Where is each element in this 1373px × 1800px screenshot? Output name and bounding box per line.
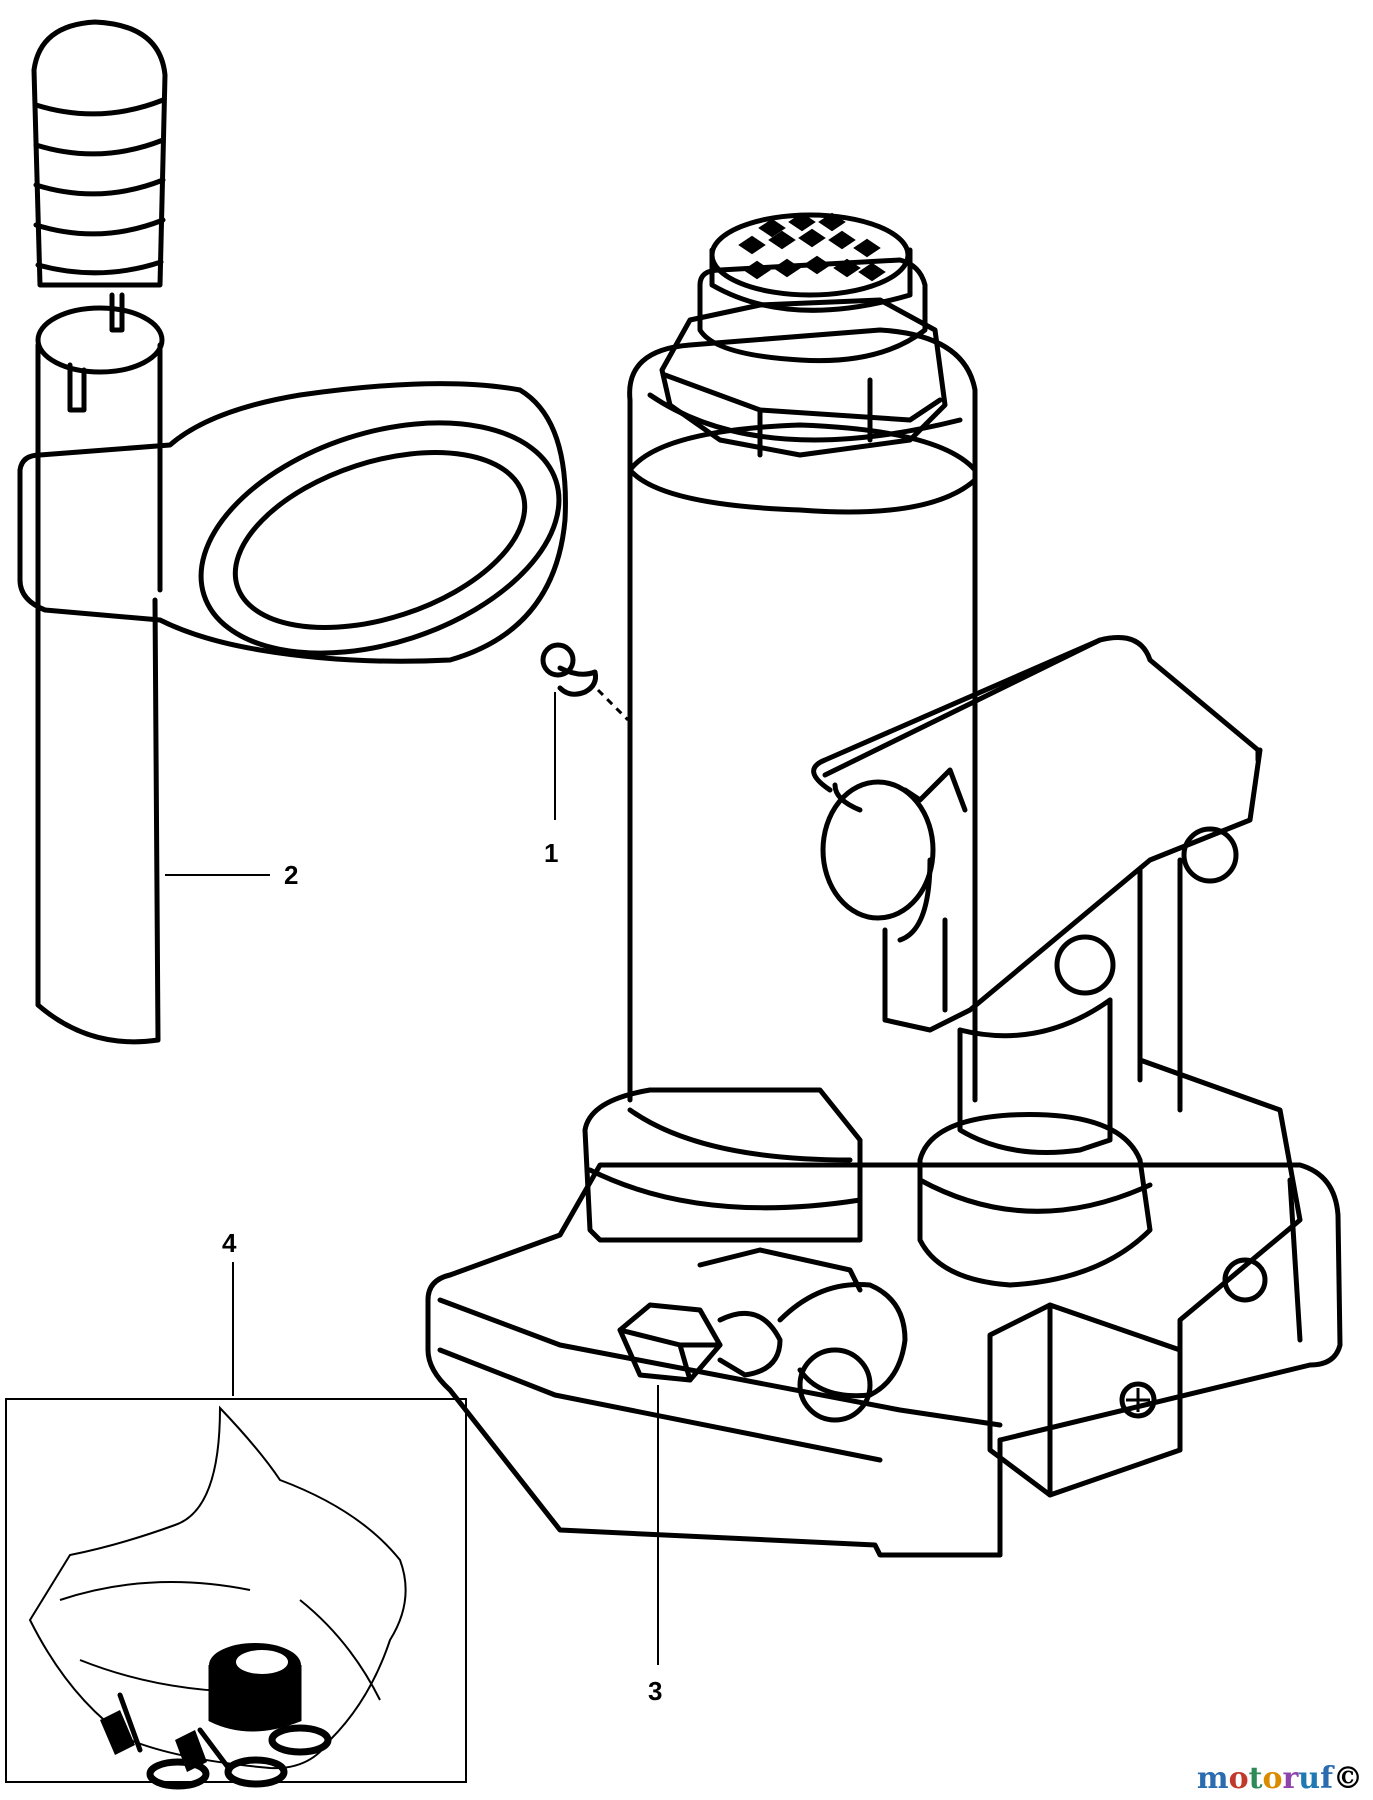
watermark-letter: t: [1248, 1761, 1263, 1796]
watermark-logo: motoruf©: [1197, 1761, 1363, 1796]
seal-kit-icon: [28, 1405, 407, 1790]
watermark-letter: r: [1282, 1761, 1299, 1796]
watermark-letter: m: [1196, 1761, 1229, 1796]
copyright-symbol: ©: [1333, 1761, 1363, 1796]
callout-1: 1: [544, 838, 558, 868]
callout-4: 4: [222, 1228, 237, 1258]
watermark-letter: o: [1228, 1761, 1249, 1796]
watermark-text: motoruf: [1197, 1761, 1333, 1796]
saddle-knurl: [738, 212, 886, 282]
callout-3: 3: [648, 1676, 662, 1706]
jack-handle-icon: [17, 19, 568, 1045]
watermark-letter: f: [1320, 1761, 1333, 1796]
watermark-letter: u: [1298, 1761, 1321, 1796]
release-valve-icon: [617, 1302, 783, 1383]
bottle-jack-body: [425, 212, 1343, 1558]
watermark-letter: o: [1262, 1761, 1283, 1796]
valve-bolt-icon: [1119, 1381, 1157, 1419]
leader-lines: [165, 692, 659, 1665]
callout-2: 2: [284, 860, 298, 890]
screw-plug-icon: [540, 642, 630, 722]
